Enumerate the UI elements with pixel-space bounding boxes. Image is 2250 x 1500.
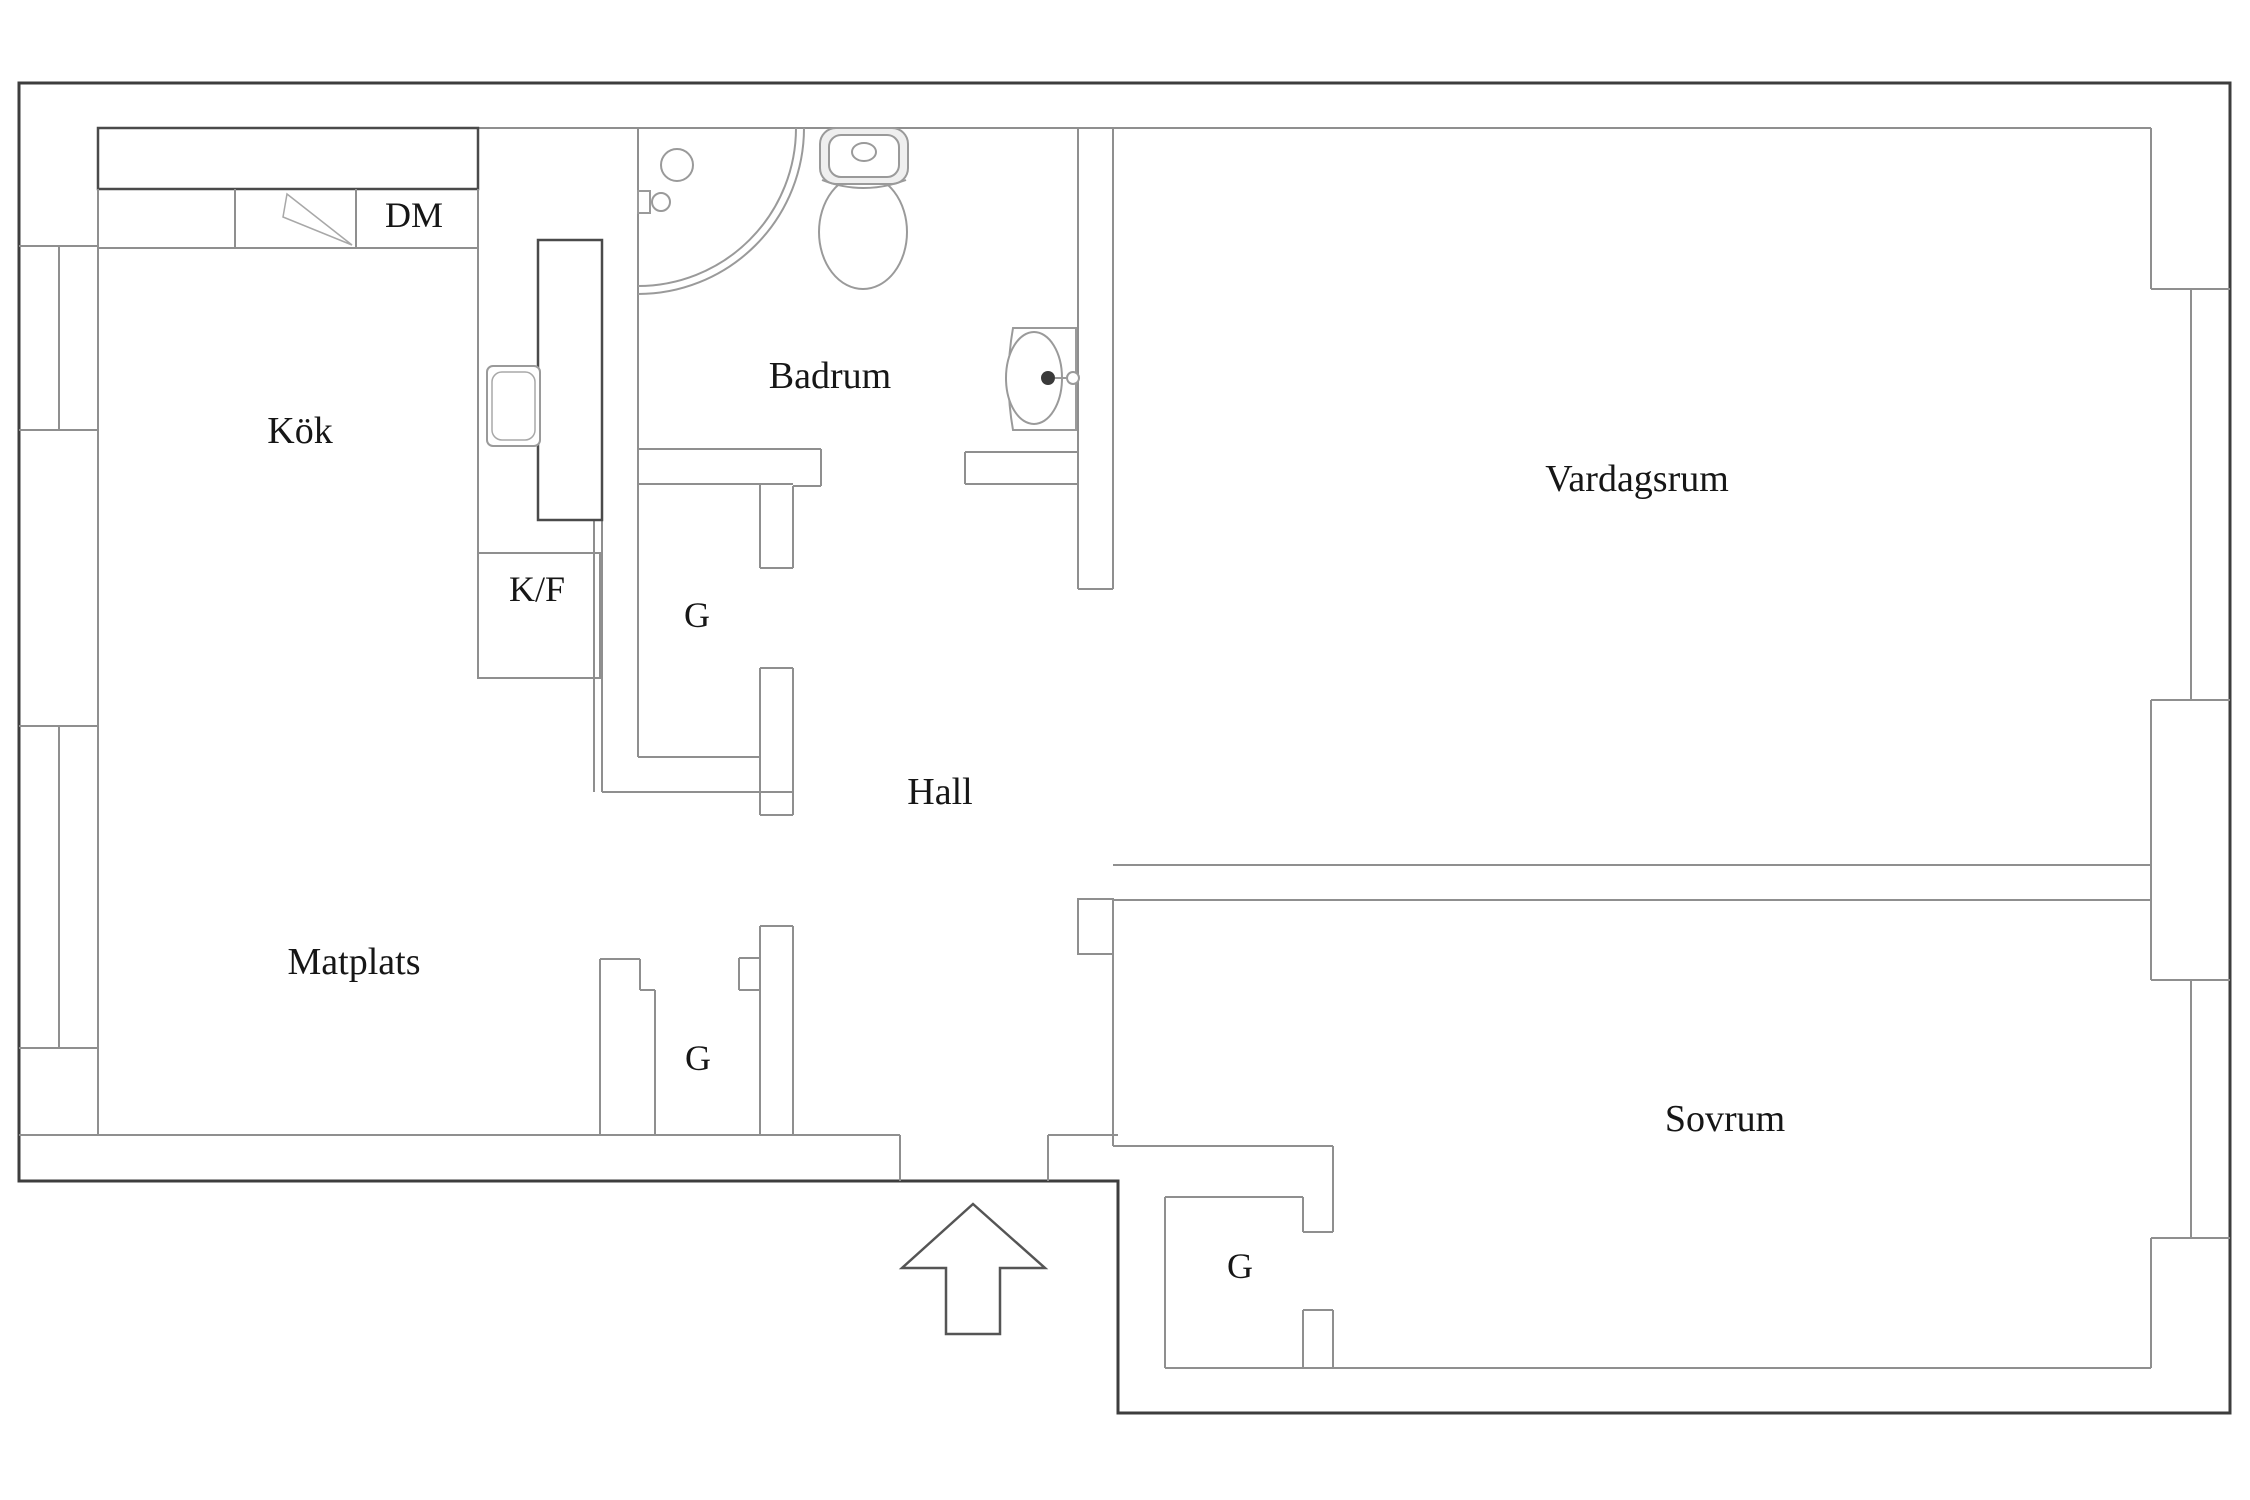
label-wardrobe-sovrum: G xyxy=(1227,1246,1253,1286)
tall-cabinet xyxy=(536,238,604,522)
toilet xyxy=(818,127,909,290)
fridge-freezer-box xyxy=(477,552,601,679)
counter-corner-mark xyxy=(282,192,353,246)
label-wardrobe-lower: G xyxy=(685,1038,711,1078)
corner-shower xyxy=(637,127,805,295)
interior-walls xyxy=(19,127,2230,1369)
shower-faucet xyxy=(637,190,671,214)
label-wardrobe-upper: G xyxy=(684,595,710,635)
room-label-sovrum: Sovrum xyxy=(1665,1098,1785,1140)
kitchen-counter xyxy=(96,126,480,249)
room-label-kok: Kök xyxy=(267,410,332,452)
room-label-vardagsrum: Vardagsrum xyxy=(1545,458,1729,500)
kitchen-sink xyxy=(486,365,541,447)
outer-wall xyxy=(17,81,2232,1415)
room-label-matplats: Matplats xyxy=(288,941,421,983)
shower-drain xyxy=(660,148,694,182)
entrance-arrow-icon xyxy=(898,1202,1049,1336)
label-fridge-freezer: K/F xyxy=(509,569,565,609)
room-label-badrum: Badrum xyxy=(769,355,891,397)
label-dishwasher: DM xyxy=(385,195,443,235)
room-label-hall: Hall xyxy=(907,771,972,813)
washbasin xyxy=(1005,327,1080,431)
labels: Kök DM Badrum K/F G Hall Vardagsrum Matp… xyxy=(267,195,1785,1286)
